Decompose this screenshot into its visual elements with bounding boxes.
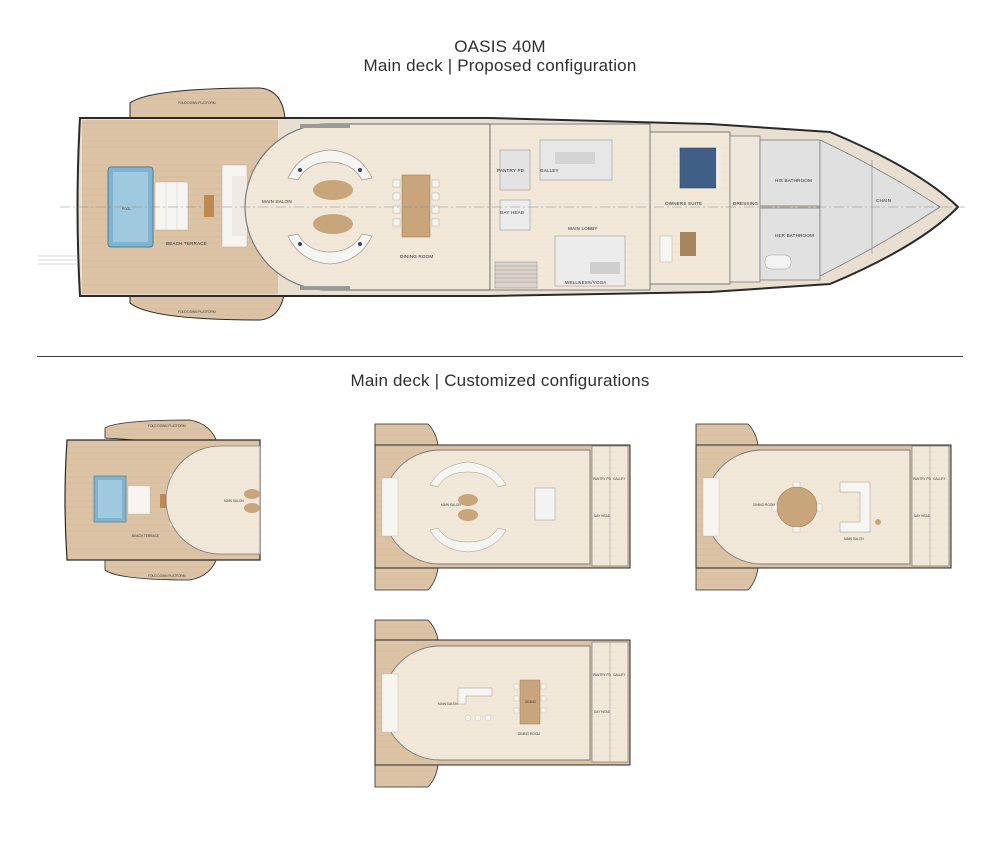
label-pantry: PANTRY PD (497, 168, 525, 173)
label-dining-room: DINING ROOM (400, 254, 433, 259)
alt-a-main-salon: MAIN SALON (224, 499, 244, 503)
section-divider (37, 356, 963, 357)
model-title: OASIS 40M (454, 37, 546, 56)
coffee-table (313, 180, 353, 200)
alt-d-dining-room: DINING ROOM (518, 732, 540, 736)
label-galley: GALLEY (540, 168, 559, 173)
label-day-head: DAY HEAD (500, 210, 525, 215)
alt-d-dining: DINING (525, 700, 537, 704)
alt-d-main-salon: MAIN SALON (438, 702, 458, 706)
alt-c-day-head: DAY HEAD (914, 514, 931, 518)
label-pool: POOL (122, 207, 131, 211)
sunbed (154, 181, 189, 231)
label-wellness: WELLNESS/YOGA (565, 280, 607, 285)
label-her-bathroom: HER BATHROOM (775, 233, 814, 238)
label-dressing: DRESSING (733, 201, 758, 206)
label-main-lobby: MAIN LOBBY (568, 226, 598, 231)
alt-d-day-head: DAY HEAD (594, 710, 611, 714)
label-his-bathroom: HIS BATHROOM (775, 178, 812, 183)
salon-sofa-top (287, 149, 373, 181)
label-main-salon: MAIN SALON (262, 199, 292, 204)
alt-b-pantry: PANTRY PD (593, 477, 612, 481)
alt-b-day-head: DAY HEAD (594, 514, 611, 518)
custom-plan-b: MAIN SALON PANTRY PD GALLEY DAY HEAD (374, 423, 631, 591)
owners-bed (679, 147, 717, 189)
custom-plan-d: MAIN SALON DINING DINING ROOM PANTRY PD … (374, 619, 631, 788)
main-deck-plan: FOLD DOWN PLATFORM FOLD DOWN PLATFORM PO… (38, 87, 965, 321)
dining-table (401, 174, 431, 238)
label-chain: CHAIN (876, 198, 891, 203)
alt-a-beach-terrace: BEACH TERRACE (132, 534, 159, 538)
alt-b-main-salon: MAIN SALON (441, 503, 461, 507)
alt-c-main-salon: MAIN SALON (844, 537, 864, 541)
alt-c-dining-room: DINING ROOM (753, 503, 775, 507)
label-beach-terrace: BEACH TERRACE (166, 241, 207, 246)
alt-c-pantry: PANTRY PD (913, 477, 932, 481)
side-table (204, 195, 214, 217)
custom-plan-a: FOLD DOWN PLATFORM FOLD DOWN PLATFORM BE… (64, 419, 261, 581)
alt-d-galley: GALLEY (613, 673, 626, 677)
plan-subtitle: Main deck | Proposed configuration (363, 56, 637, 75)
fold-down-platform-top (129, 87, 286, 126)
alt-a-fold-down: FOLD DOWN PLATFORM (148, 424, 186, 428)
her-bathroom (759, 207, 821, 281)
alt-b-galley: GALLEY (613, 477, 626, 481)
label-fold-down-top: FOLD DOWN PLATFORM (178, 101, 216, 105)
customized-section-title: Main deck | Customized configurations (350, 371, 650, 390)
alt-c-galley: GALLEY (933, 477, 946, 481)
dressing (729, 135, 761, 283)
alt-a-fold-down-bottom: FOLD DOWN PLATFORM (148, 574, 186, 578)
salon-sofa-bottom (287, 233, 373, 265)
label-fold-down-bottom: FOLD DOWN PLATFORM (178, 310, 216, 314)
custom-plan-c: DINING ROOM MAIN SALON PANTRY PD GALLEY … (695, 423, 952, 591)
coffee-table (313, 214, 353, 234)
bow-chain-locker (819, 139, 941, 277)
alt-d-pantry: PANTRY PD (593, 673, 612, 677)
his-bathroom (759, 139, 821, 207)
label-owners-suite: OWNERS SUITE (665, 201, 702, 206)
